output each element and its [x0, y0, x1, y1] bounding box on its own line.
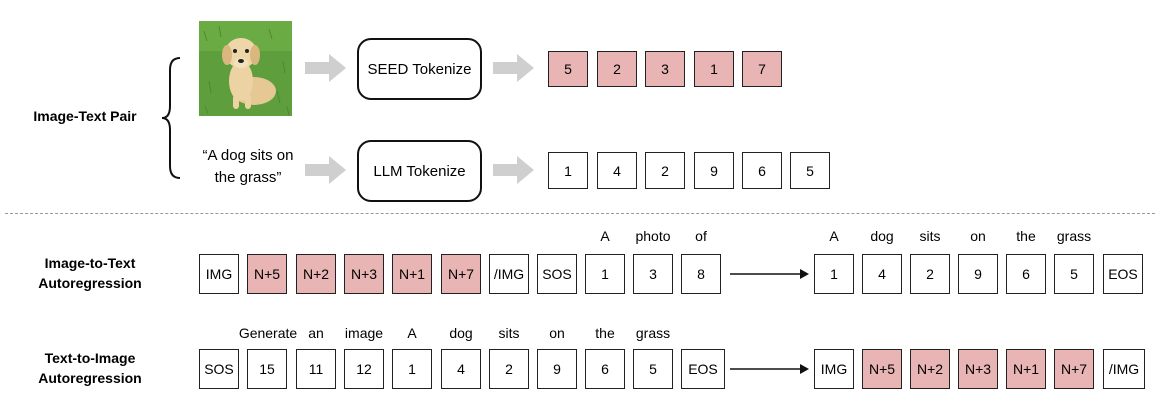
i2t-output-word: the — [1016, 228, 1036, 244]
i2t-input-token: N+2 — [296, 254, 336, 294]
i2t-input-token: IMG — [199, 254, 239, 294]
t2i-input-word: an — [308, 325, 324, 341]
i2t-output-token: 1 — [814, 254, 854, 294]
llm-token: 9 — [694, 152, 734, 189]
t2i-input-token: 5 — [633, 349, 673, 389]
i2t-output-word: dog — [870, 228, 894, 244]
t2i-input-token: 4 — [441, 349, 481, 389]
caption-line-1: “A dog sits on — [202, 147, 294, 164]
i2t-output-token: 9 — [958, 254, 998, 294]
t2i-input-word: image — [344, 325, 384, 341]
t2i-input-word: on — [549, 325, 565, 341]
t2i-input-token: 6 — [585, 349, 625, 389]
t2i-input-token: 11 — [296, 349, 336, 389]
i2t-input-token: 1 — [585, 254, 625, 294]
i2t-input-token: /IMG — [489, 254, 529, 294]
i2t-output-token: 4 — [862, 254, 902, 294]
i2t-arrow-icon — [730, 269, 809, 279]
t2i-input-word: grass — [635, 325, 671, 341]
i2t-output-token: 6 — [1006, 254, 1046, 294]
i2t-input-token: 3 — [633, 254, 673, 294]
t2i-input-token: EOS — [681, 349, 725, 389]
t2i-output-token: IMG — [814, 349, 854, 389]
i2t-output-token: EOS — [1103, 254, 1143, 294]
t2i-input-token: 1 — [392, 349, 432, 389]
i2t-input-word: of — [695, 228, 707, 244]
llm-token: 5 — [790, 152, 830, 189]
seed-token: 3 — [645, 51, 685, 87]
t2i-output-token: N+3 — [958, 349, 998, 389]
section-divider — [5, 213, 1155, 214]
gray-arrow-icon — [493, 156, 534, 184]
text-to-image-label-line-2: Autoregression — [38, 370, 142, 386]
i2t-output-word: A — [829, 228, 839, 244]
seed-token: 7 — [742, 51, 782, 87]
seed-token: 5 — [548, 51, 588, 87]
llm-token: 4 — [597, 152, 637, 189]
i2t-output-word: on — [970, 228, 986, 244]
t2i-output-token: /IMG — [1103, 349, 1145, 389]
i2t-input-token: 8 — [681, 254, 721, 294]
seed-token: 1 — [694, 51, 734, 87]
llm-token: 1 — [548, 152, 588, 189]
t2i-input-word: Generate — [238, 325, 298, 341]
text-to-image-label: Text-to-Image Autoregression — [10, 348, 170, 388]
llm-token: 6 — [742, 152, 782, 189]
i2t-input-token: N+1 — [392, 254, 432, 294]
llm-token: 2 — [645, 152, 685, 189]
t2i-output-token: N+2 — [910, 349, 950, 389]
t2i-output-token: N+5 — [862, 349, 902, 389]
i2t-output-word: sits — [919, 228, 941, 244]
t2i-output-token: N+7 — [1054, 349, 1094, 389]
t2i-input-token: 15 — [247, 349, 287, 389]
image-to-text-label-line-2: Autoregression — [38, 275, 142, 291]
i2t-input-token: N+7 — [441, 254, 481, 294]
t2i-input-token: SOS — [199, 349, 239, 389]
i2t-input-token: SOS — [537, 254, 577, 294]
t2i-input-word: A — [407, 325, 417, 341]
text-to-image-label-line-1: Text-to-Image — [44, 350, 136, 366]
i2t-output-token: 2 — [910, 254, 950, 294]
image-to-text-label-line-1: Image-to-Text — [44, 255, 136, 271]
gray-arrow-icon — [493, 54, 534, 82]
i2t-input-token: N+5 — [247, 254, 287, 294]
image-text-pair-label: Image-Text Pair — [33, 108, 137, 124]
seed-tokenize-box: SEED Tokenize — [357, 38, 482, 100]
i2t-input-word: A — [600, 228, 610, 244]
gray-arrow-icon — [305, 54, 346, 82]
i2t-input-word: photo — [635, 228, 671, 244]
t2i-input-token: 2 — [489, 349, 529, 389]
i2t-output-word: grass — [1056, 228, 1092, 244]
caption-text: “A dog sits on the grass” — [188, 145, 308, 189]
gray-arrow-icon — [305, 156, 346, 184]
t2i-input-word: dog — [449, 325, 473, 341]
t2i-input-word: the — [595, 325, 615, 341]
image-to-text-label: Image-to-Text Autoregression — [10, 253, 170, 293]
caption-line-2: the grass” — [214, 169, 282, 186]
dog-photo — [199, 21, 292, 116]
llm-tokenize-box: LLM Tokenize — [357, 140, 482, 202]
i2t-input-token: N+3 — [344, 254, 384, 294]
t2i-arrow-icon — [730, 364, 809, 374]
t2i-input-token: 12 — [344, 349, 384, 389]
t2i-input-word: sits — [498, 325, 520, 341]
t2i-output-token: N+1 — [1006, 349, 1046, 389]
t2i-input-token: 9 — [537, 349, 577, 389]
i2t-output-token: 5 — [1054, 254, 1094, 294]
seed-token: 2 — [597, 51, 637, 87]
curly-brace — [161, 57, 181, 179]
